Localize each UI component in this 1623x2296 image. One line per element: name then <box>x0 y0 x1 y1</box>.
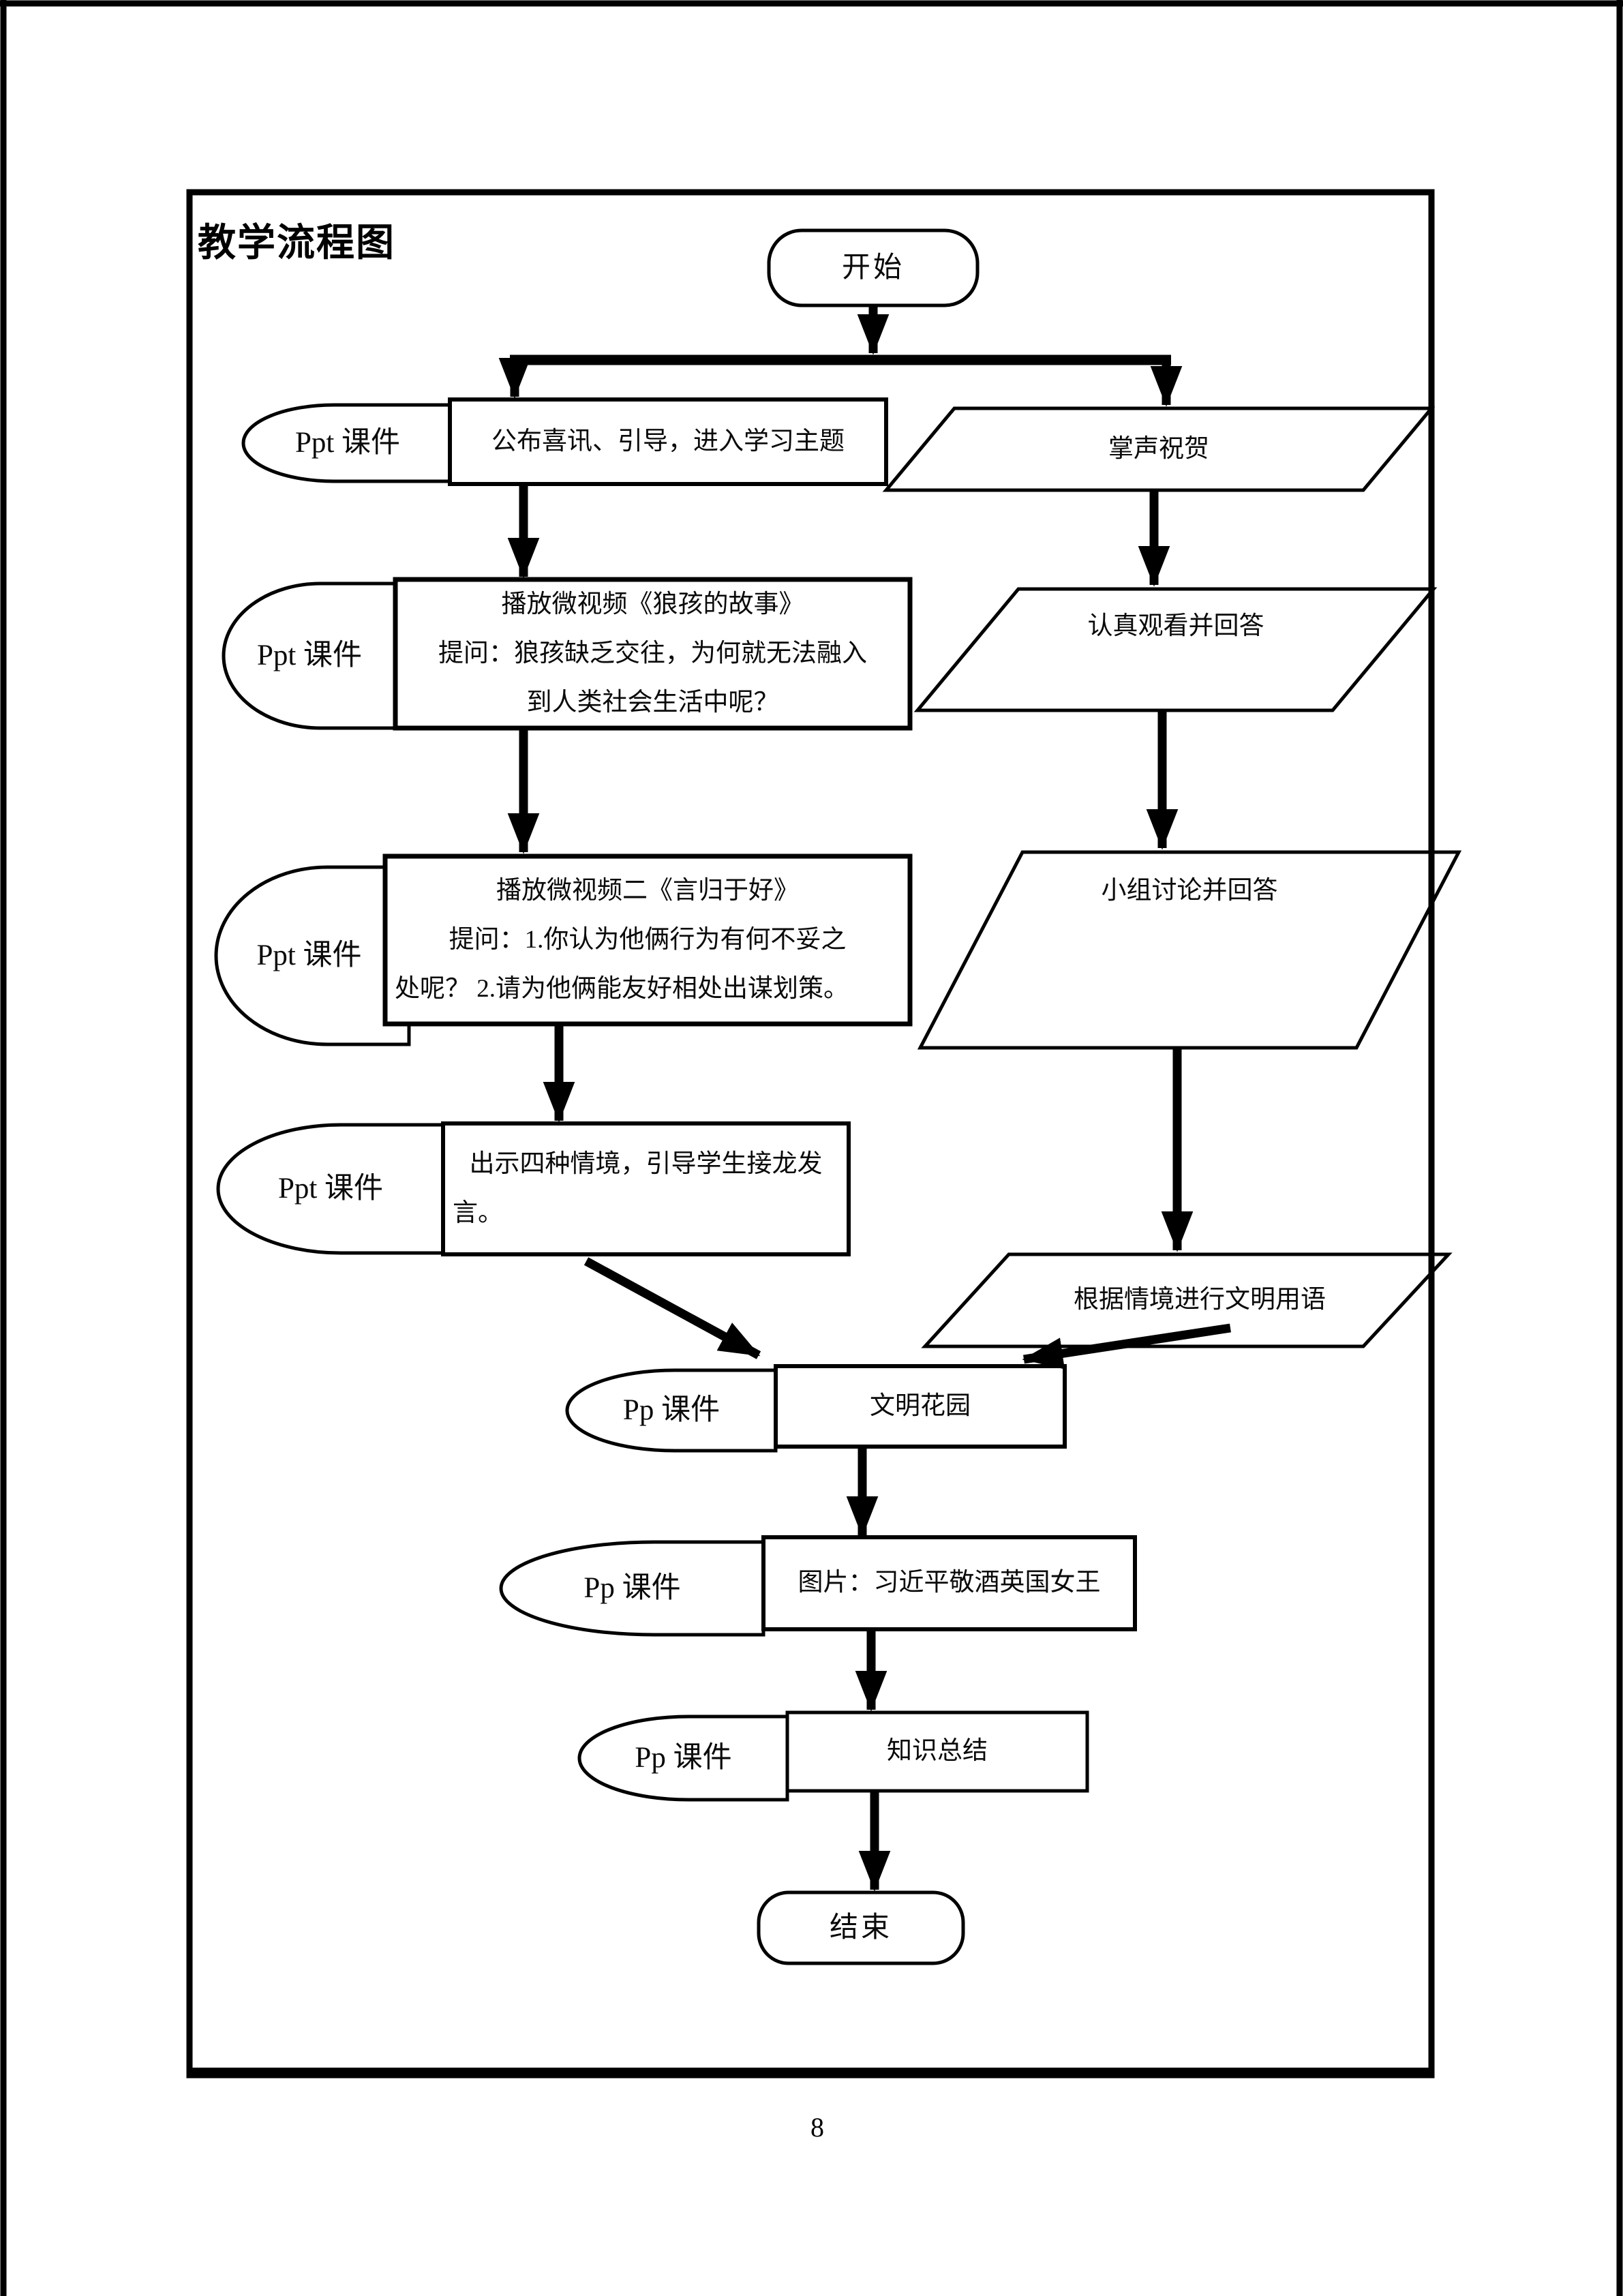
page-number: 8 <box>810 2111 824 2143</box>
arrow-polite-to-garden <box>1022 1323 1231 1370</box>
pill-ppt-row1 <box>241 403 452 483</box>
parallelogram-watch-answer <box>913 587 1438 712</box>
box-picture <box>761 1535 1137 1631</box>
end-node-shape <box>757 1890 965 1965</box>
arrow-situations-to-garden <box>583 1257 761 1359</box>
box-video1-line1: 播放微视频《狼孩的故事》 <box>501 590 804 618</box>
box-summary-label: 知识总结 <box>887 1737 988 1766</box>
box-video1-line3: 到人类社会生活中呢？ <box>526 689 779 717</box>
box-video2-line2: 提问：1.你认为他俩行为有何不妥之 <box>449 925 847 954</box>
box-video1-line2: 提问：狼孩缺乏交往，为何就无法融入 <box>438 639 867 667</box>
parallelogram-applause-label: 掌声祝贺 <box>1108 434 1209 463</box>
box-situations-line2: 言。 <box>453 1199 503 1227</box>
pill-label-row4: Ppt 课件 <box>277 1173 384 1205</box>
box-video2-line3: 处呢？ 2.请为他俩能友好相处出谋划策。 <box>395 975 849 1003</box>
pill-ppt-row4 <box>216 1123 445 1255</box>
box-situations-label: 出示四种情境，引导学生接龙发 言。 <box>443 1123 849 1254</box>
box-video2-line1: 播放微视频二《言归于好》 <box>496 876 799 905</box>
parallelogram-applause <box>882 406 1436 492</box>
pill-label-center2: Pp 课件 <box>583 1572 681 1605</box>
pill-ppt-row3 <box>214 865 411 1046</box>
box-picture-label: 图片：习近平敬酒英国女王 <box>798 1569 1101 1597</box>
box-video2 <box>382 854 913 1027</box>
pill-pp-center1 <box>565 1368 778 1453</box>
box-situations <box>441 1121 851 1256</box>
box-situations-line1: 出示四种情境，引导学生接龙发 <box>469 1149 823 1178</box>
start-node-shape <box>767 228 980 307</box>
pill-label-row2: Ppt 课件 <box>256 639 363 672</box>
box-video1 <box>393 577 913 731</box>
page-title: 教学流程图 <box>198 222 395 265</box>
box-video2-label: 播放微视频二《言归于好》 提问：1.你认为他俩行为有何不妥之 处呢？ 2.请为他… <box>385 856 910 1024</box>
pill-pp-center3 <box>577 1715 789 1802</box>
pill-label-center1: Pp 课件 <box>622 1394 721 1427</box>
parallelogram-polite-words-label: 根据情境进行文明用语 <box>1074 1286 1326 1314</box>
parallelogram-group-discuss-label: 小组讨论并回答 <box>1101 877 1278 905</box>
parallelogram-polite-words <box>921 1252 1453 1348</box>
box-garden-label: 文明花园 <box>870 1391 971 1420</box>
box-announce <box>448 397 888 486</box>
pill-label-row1: Ppt 课件 <box>294 427 401 459</box>
box-summary <box>785 1710 1089 1793</box>
end-node-label: 结束 <box>829 1912 892 1944</box>
start-node-label: 开始 <box>841 252 905 284</box>
pill-label-center3: Pp 课件 <box>635 1742 732 1774</box>
pill-pp-center2 <box>499 1540 765 1637</box>
pill-ppt-row2 <box>222 581 397 730</box>
parallelogram-watch-answer-label: 认真观看并回答 <box>1087 611 1264 640</box>
box-announce-label: 公布喜讯、引导，进入学习主题 <box>491 427 845 455</box>
pill-label-row3: Ppt 课件 <box>256 939 362 972</box>
box-video1-label: 播放微视频《狼孩的故事》 提问：狼孩缺乏交往，为何就无法融入 到人类社会生活中呢… <box>395 579 910 728</box>
parallelogram-group-discuss <box>917 850 1462 1050</box>
box-garden <box>774 1364 1067 1449</box>
